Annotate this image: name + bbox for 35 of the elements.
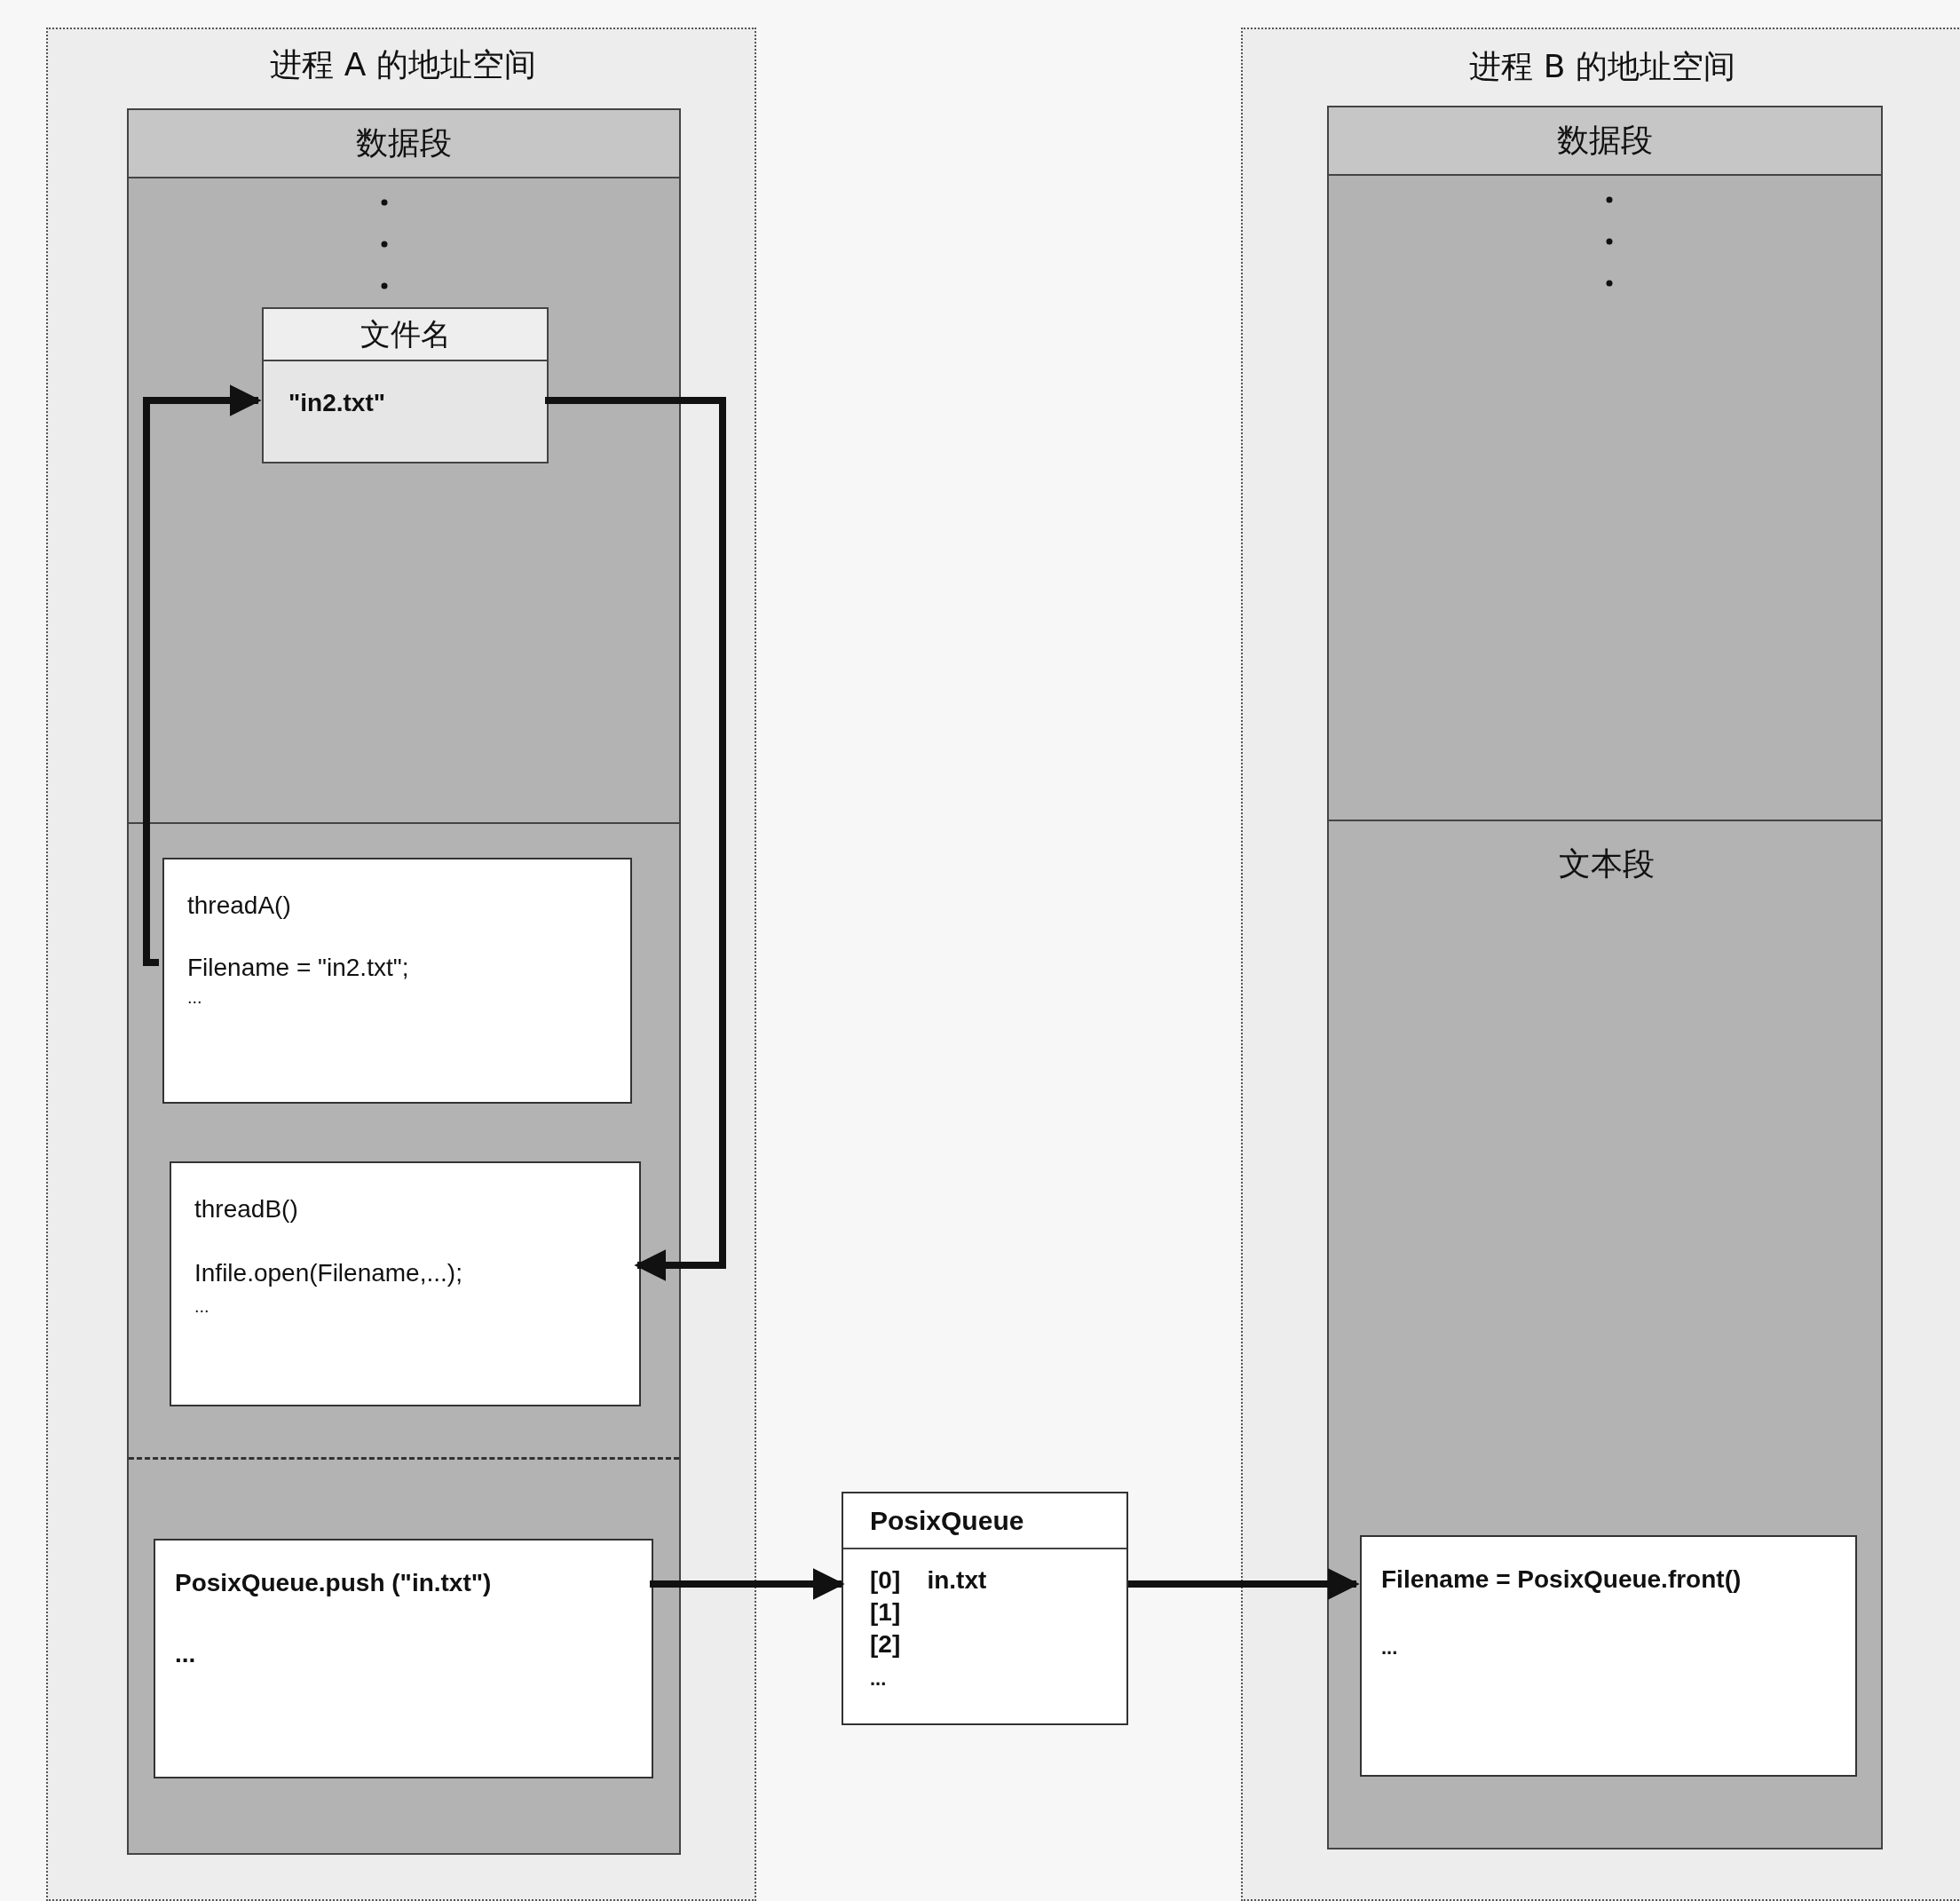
memory-segment-column [1327, 106, 1883, 1850]
variable-value: "in2.txt" [288, 389, 385, 417]
code-box [1360, 1535, 1857, 1777]
arrow [143, 384, 262, 966]
code-line: Filename = "in2.txt"; [187, 954, 409, 982]
code-line: ... [194, 1296, 209, 1317]
panel-title: 进程 A 的地址空间 [269, 45, 537, 84]
queue-box [842, 1492, 1128, 1725]
queue-entry: [2] [870, 1630, 901, 1659]
segment-label: 文本段 [1558, 844, 1656, 883]
panel-title: 进程 B 的地址空间 [1468, 47, 1736, 86]
code-line: PosixQueue.push ("in.txt") [175, 1569, 492, 1597]
address-space-panel [1241, 28, 1960, 1901]
queue-entry: [0] in.txt [870, 1566, 987, 1595]
segment-header: 数据段 [1329, 107, 1881, 176]
code-box [162, 858, 632, 1104]
code-line: Infile.open(Filename,...); [194, 1259, 462, 1287]
variable-box [262, 307, 549, 463]
queue-entry: [1] [870, 1598, 901, 1627]
address-space-panel [46, 28, 756, 1901]
code-line: ... [187, 987, 202, 1008]
code-box [154, 1539, 653, 1778]
segment-header: 数据段 [129, 110, 679, 178]
code-line: threadB() [194, 1195, 298, 1224]
code-box [170, 1161, 641, 1406]
code-line: threadA() [187, 891, 291, 920]
code-line: ... [175, 1640, 196, 1668]
code-line: Filename = PosixQueue.front() [1381, 1565, 1742, 1594]
arrow [1128, 1568, 1360, 1600]
code-line: ... [1381, 1636, 1398, 1659]
arrow [650, 1568, 845, 1600]
arrow [545, 397, 726, 1281]
segment-header: 文件名 [264, 309, 547, 361]
memory-segment-column [127, 108, 681, 1855]
queue-entry: ... [870, 1667, 887, 1691]
